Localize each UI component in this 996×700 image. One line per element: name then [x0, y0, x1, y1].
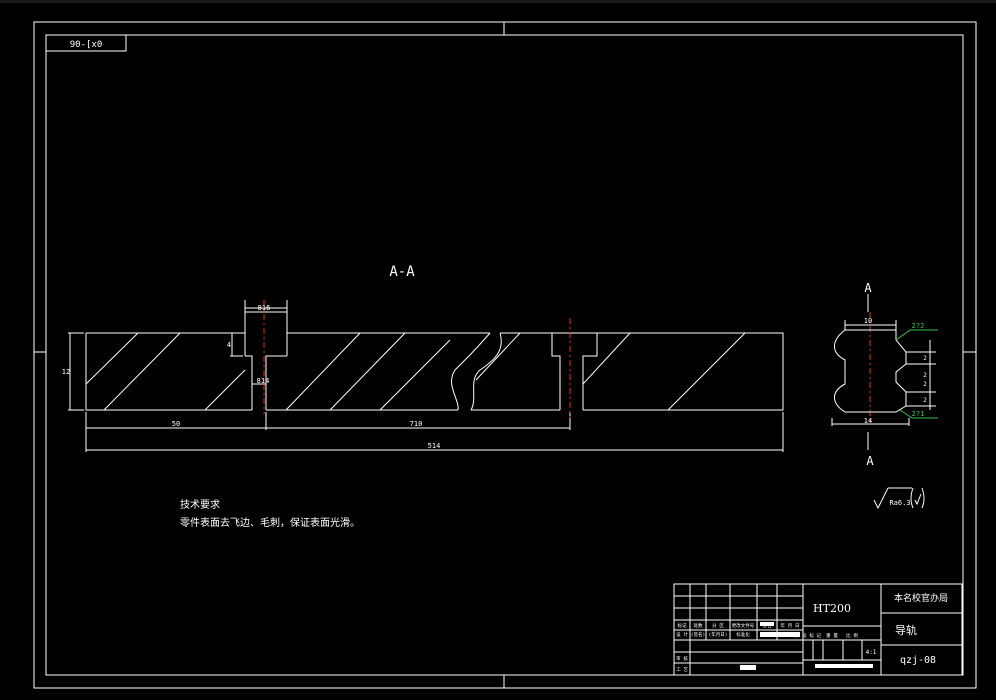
title-small-label: 标准化: [736, 631, 750, 638]
frame-tag-box: 90-[x0: [45, 34, 127, 52]
section-label: A-A: [389, 264, 415, 280]
dim-side-3: 2: [923, 381, 927, 388]
title-material: HT200: [813, 602, 851, 615]
end-view: [831, 294, 936, 450]
tech-requirements-body: 零件表面去飞边、毛刺，保证表面光滑。: [180, 516, 360, 529]
title-small-label: 阶 段 标 记: [795, 632, 822, 639]
drawing-border: [33, 21, 977, 689]
title-small-label: 工 艺: [676, 667, 688, 673]
dim-spacing: 710: [410, 420, 423, 428]
title-small-label: 更改文件号: [732, 622, 755, 629]
title-block-fills: [740, 622, 873, 670]
dim-overall: 514: [428, 442, 441, 450]
title-small-labels: 标记处数 分 区 更改文件号 签名 年 月 日设 计(签名) (年月日) 标准化审 核工 艺…: [676, 622, 858, 673]
section-marker-top: A: [864, 281, 872, 295]
dim-height: 12: [62, 368, 70, 376]
center-lines: [263, 300, 871, 424]
dim-end-bottom: 14: [864, 417, 872, 425]
title-small-label: 重 量: [826, 632, 838, 639]
title-small-label: 审 核: [676, 655, 688, 662]
title-small-label: 设 计: [676, 631, 688, 638]
title-scale: 4:1: [866, 649, 877, 656]
frame-tag-text: 90-[x0: [70, 40, 103, 50]
title-small-label: (年月日): [709, 631, 728, 638]
dim-chamfer-1: 2?2: [912, 322, 925, 330]
rail-section-view: [68, 300, 784, 452]
dim-top-width: 816: [258, 304, 271, 312]
title-small-label: 标记: [678, 622, 687, 629]
dim-side-4: 2: [923, 397, 927, 404]
dim-chamfer-2: 2?1: [912, 410, 925, 418]
section-marker-bottom: A: [866, 454, 874, 468]
title-small-label: (签名): [691, 631, 705, 638]
title-small-label: 处数: [694, 622, 703, 629]
title-small-label: 签名: [763, 622, 772, 629]
title-school: 本名校官办局: [894, 592, 948, 604]
dim-offset: 50: [172, 420, 180, 428]
dim-end-top: 10: [864, 317, 872, 325]
window-top-bar: [0, 0, 996, 3]
leader-lines: [895, 329, 938, 419]
dim-inner-width: 814: [257, 377, 270, 385]
title-small-label: 分 区: [712, 622, 724, 629]
title-small-label: 年 月 日: [781, 622, 800, 629]
dim-side-2: 2: [923, 372, 927, 379]
title-block: [673, 583, 963, 676]
title-small-label: 比 例: [846, 632, 858, 639]
tech-requirements-title: 技术要求: [180, 498, 220, 511]
title-drawing-no: qzj-08: [900, 655, 936, 666]
roughness-value: Ra6.3: [889, 499, 910, 507]
title-part-name: 导轨: [895, 623, 917, 637]
dim-depth: 4: [227, 341, 231, 349]
roughness-symbol: [873, 487, 925, 510]
dim-side-1: 2: [923, 355, 927, 362]
